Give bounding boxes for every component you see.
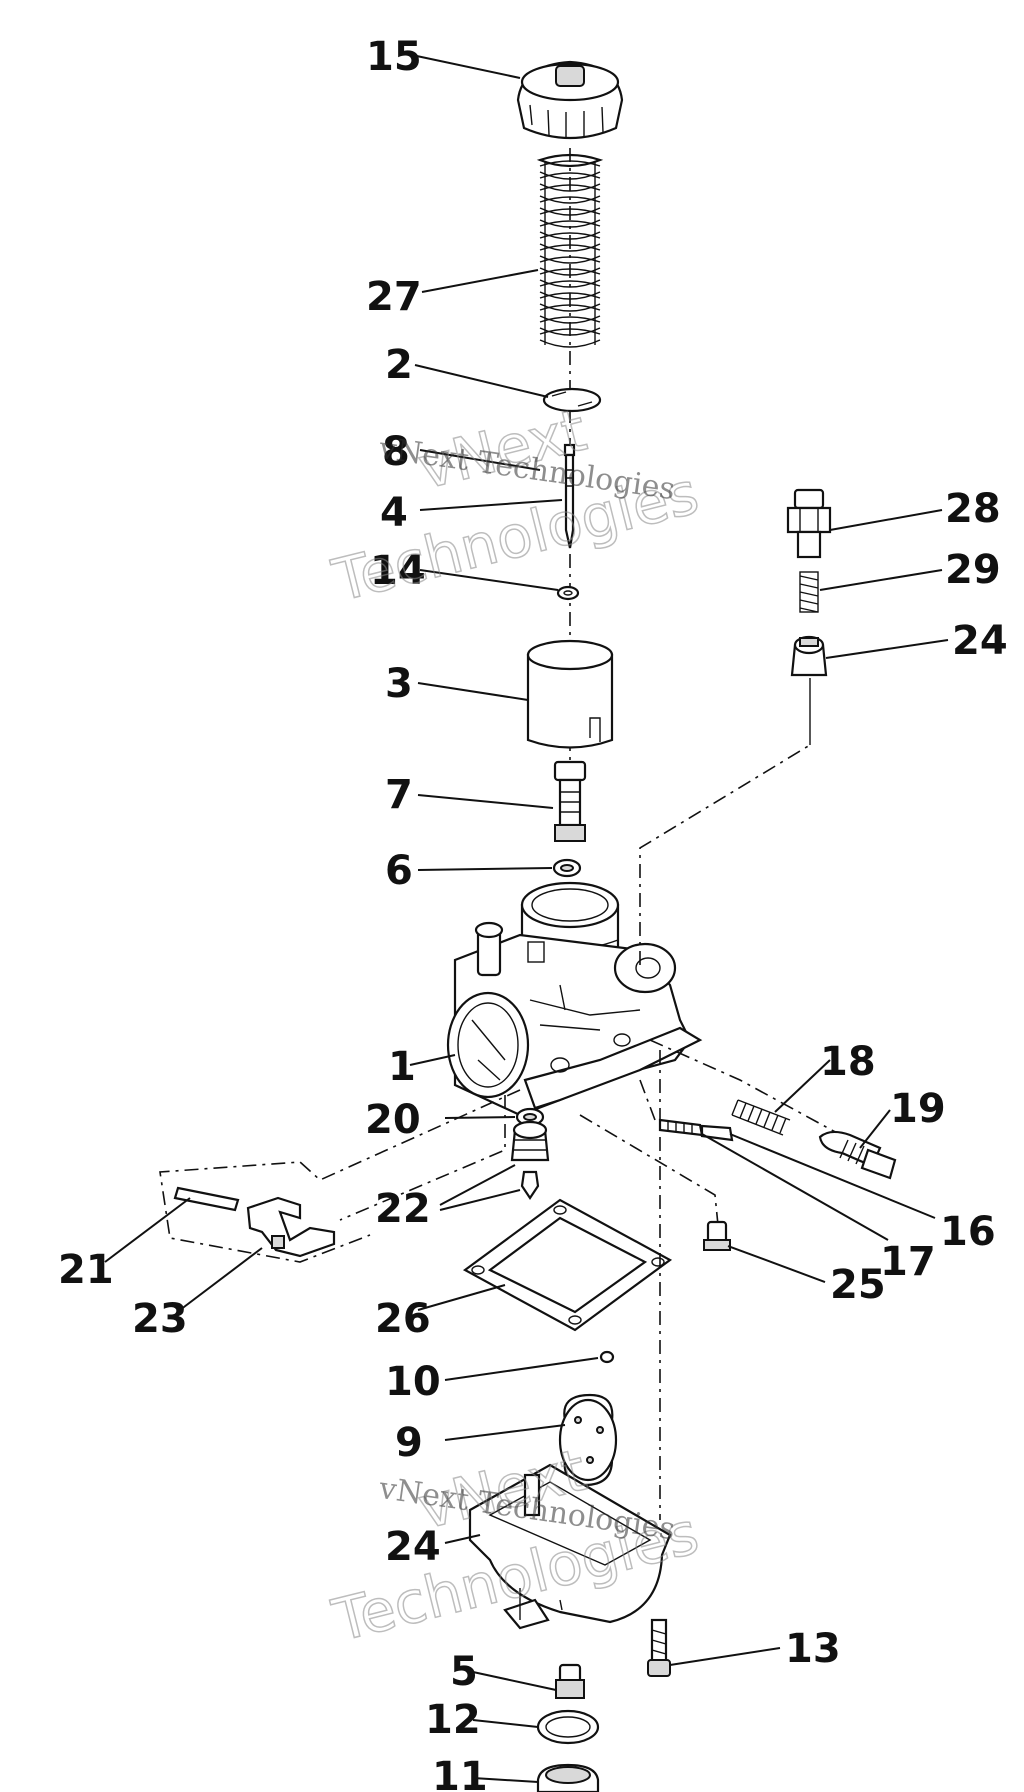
part-spring-18 [731, 1099, 791, 1136]
part-cap [516, 60, 624, 140]
callout-7: 7 [385, 772, 413, 818]
part-throttle-screw-19 [818, 1130, 897, 1180]
callout-19: 19 [890, 1086, 946, 1132]
callout-labels: 15 27 2 8 4 14 3 7 6 1 20 22 21 23 26 10… [58, 34, 1008, 1792]
callout-8: 8 [382, 429, 410, 475]
part-throttle-valve [526, 639, 614, 749]
callout-22: 22 [375, 1186, 431, 1232]
part-screw-13 [647, 1618, 671, 1677]
callout-28: 28 [945, 486, 1001, 532]
callout-3: 3 [385, 661, 413, 707]
callout-10: 10 [385, 1359, 441, 1405]
part-ball-10 [599, 1350, 615, 1364]
callout-29: 29 [945, 547, 1001, 593]
callout-14: 14 [370, 548, 426, 594]
part-carburetor-body [446, 881, 703, 1117]
part-spring-29 [799, 571, 819, 613]
callout-26: 26 [375, 1296, 431, 1342]
callout-15: 15 [366, 34, 422, 80]
callout-5: 5 [450, 1649, 478, 1695]
callout-2: 2 [385, 342, 413, 388]
callout-24-bowl: 24 [385, 1524, 441, 1570]
callout-13: 13 [785, 1626, 841, 1672]
callout-20: 20 [365, 1097, 421, 1143]
part-drain-plug-11 [536, 1763, 600, 1792]
part-gasket-26 [462, 1198, 673, 1332]
part-needle-valve-22 [510, 1120, 550, 1200]
callout-24-top: 24 [952, 618, 1008, 664]
part-pilot-screw [658, 1118, 734, 1142]
part-air-screw-28 [786, 488, 832, 559]
part-needle-jet [553, 760, 587, 842]
part-float-bowl [468, 1463, 672, 1630]
callout-1: 1 [388, 1044, 416, 1090]
callout-16: 16 [940, 1209, 996, 1255]
callout-18: 18 [820, 1039, 876, 1085]
callout-9: 9 [395, 1420, 423, 1466]
part-plate [542, 387, 602, 413]
part-o-ring-12 [536, 1709, 600, 1745]
part-washer [556, 585, 580, 601]
callout-25: 25 [830, 1262, 886, 1308]
part-float-arm-23 [246, 1196, 336, 1258]
part-o-ring-6 [552, 858, 582, 878]
callout-11: 11 [432, 1754, 488, 1792]
part-float-pin-21 [173, 1186, 240, 1212]
callout-4: 4 [380, 490, 408, 536]
part-jet-25 [703, 1220, 731, 1251]
callout-23: 23 [132, 1296, 188, 1342]
part-float-9 [558, 1393, 618, 1487]
callout-17: 17 [880, 1239, 936, 1285]
callout-12: 12 [425, 1697, 481, 1743]
part-needle [563, 443, 576, 549]
leader-lines [104, 54, 949, 1783]
part-air-jet-24a [790, 635, 828, 677]
part-main-jet-5 [555, 1663, 585, 1699]
callout-27: 27 [366, 274, 422, 320]
callout-21: 21 [58, 1247, 114, 1293]
callout-6: 6 [385, 848, 413, 894]
